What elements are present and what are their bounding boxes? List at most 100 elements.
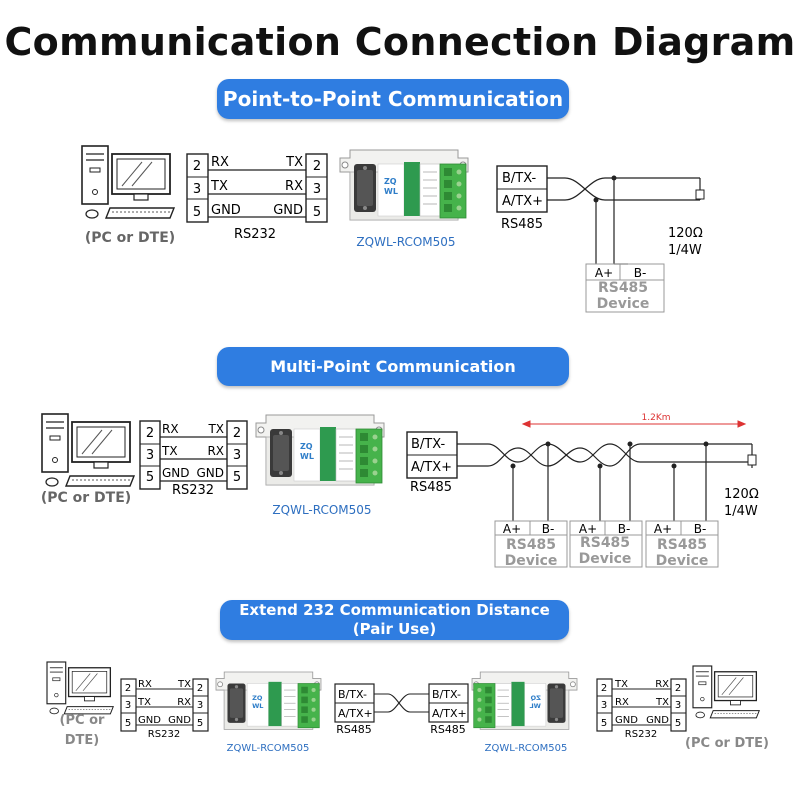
- converter-module-icon: [215, 671, 322, 730]
- computer-icon: [692, 665, 760, 719]
- rs232-wiring-left: [120, 678, 209, 732]
- device-pin-a: A+: [579, 522, 597, 536]
- signal-right: RX: [285, 179, 303, 194]
- rs485-label: RS485: [501, 217, 543, 232]
- pin-right: 3: [233, 448, 241, 463]
- rs232-label: RS232: [625, 729, 657, 740]
- pin-right: 3: [675, 700, 681, 711]
- signal-left: RX: [138, 679, 152, 690]
- rs485-device: [569, 520, 643, 568]
- pc-label-right: (PC or DTE): [685, 736, 769, 751]
- device-name: RS485: [598, 280, 648, 296]
- device-name: RS485: [580, 535, 630, 551]
- pc-label: (PC or DTE): [41, 490, 131, 506]
- page-title: Communication Connection Diagram: [4, 20, 796, 64]
- signal-left: RX: [615, 697, 629, 708]
- device-name: Device: [579, 551, 632, 567]
- pin-right: 5: [313, 205, 321, 220]
- rs485-terminal-a: A/TX+: [432, 707, 467, 720]
- signal-right: GND: [168, 715, 191, 726]
- rs485-terminal-b: B/TX-: [432, 688, 461, 701]
- resistor-value: 120Ω: [668, 226, 703, 241]
- pc-label: (PC or DTE): [85, 230, 175, 246]
- device-pin-b: B-: [694, 522, 707, 536]
- pin-left: 5: [146, 470, 154, 485]
- resistor-icon: [747, 454, 757, 466]
- computer-icon: [41, 413, 135, 487]
- pin-left: 3: [193, 182, 201, 197]
- pin-left: 3: [125, 700, 131, 711]
- rs232-label: RS232: [172, 483, 214, 498]
- banner-point-to-point: Point-to-Point Communication: [217, 79, 569, 119]
- device-pin-a: A+: [503, 522, 521, 536]
- rs485-label: RS485: [336, 723, 372, 736]
- rs232-wiring: [139, 420, 248, 490]
- rs485-terminal: [496, 165, 548, 213]
- signal-right: TX: [655, 697, 669, 708]
- rs485-terminal-right: [428, 683, 469, 723]
- pc-label-left: DTE): [65, 733, 99, 748]
- device-pin-a: A+: [595, 266, 613, 280]
- converter-module-icon: [339, 149, 469, 221]
- rs485-device: [494, 520, 568, 568]
- twisted-pair-icon: [457, 443, 753, 468]
- pin-right: 2: [197, 683, 203, 694]
- signal-left: TX: [210, 179, 228, 194]
- device-pin-a: A+: [654, 522, 672, 536]
- device-name: Device: [656, 553, 709, 569]
- rs232-wiring-right: [596, 678, 687, 732]
- signal-right: GND: [196, 466, 224, 480]
- rs485-terminal-a: A/TX+: [411, 460, 452, 475]
- module-label: ZQWL-RCOM505: [272, 503, 371, 517]
- rs485-terminal-b: B/TX-: [502, 171, 536, 186]
- bus-drops: [512, 444, 707, 521]
- rs232-wiring: [186, 153, 328, 223]
- twisted-pair-icon: [374, 693, 429, 713]
- signal-right: TX: [207, 422, 224, 436]
- signal-right: GND: [273, 203, 303, 218]
- device-name: Device: [505, 553, 558, 569]
- twisted-pair-icon: [547, 177, 701, 201]
- rs232-label: RS232: [148, 729, 180, 740]
- pin-right: 5: [675, 718, 681, 729]
- pc-label-left: (PC or: [60, 713, 105, 728]
- module-label: ZQWL-RCOM505: [356, 235, 455, 249]
- rs485-device: [585, 263, 665, 313]
- signal-right: GND: [646, 715, 669, 726]
- banner-multi-point: Multi-Point Communication: [217, 347, 569, 386]
- signal-left: RX: [162, 422, 179, 436]
- pin-left: 2: [193, 159, 201, 174]
- pin-left: 2: [601, 683, 607, 694]
- signal-left: GND: [615, 715, 638, 726]
- rs485-terminal-left: [334, 683, 375, 723]
- signal-left: GND: [162, 466, 190, 480]
- rs485-terminal: [406, 431, 458, 479]
- module-label: ZQWL-RCOM505: [485, 743, 568, 754]
- rs232-label: RS232: [234, 227, 276, 242]
- signal-right: TX: [285, 155, 303, 170]
- pin-right: 2: [675, 683, 681, 694]
- pin-left: 5: [193, 205, 201, 220]
- computer-icon: [81, 145, 175, 219]
- device-name: Device: [597, 296, 650, 312]
- device-name: RS485: [506, 537, 556, 553]
- resistor-power: 1/4W: [668, 243, 702, 258]
- signal-right: RX: [207, 444, 224, 458]
- rs485-terminal-b: B/TX-: [411, 437, 445, 452]
- signal-right: RX: [177, 697, 191, 708]
- rs485-terminal-a: A/TX+: [502, 194, 543, 209]
- signal-left: TX: [137, 697, 151, 708]
- computer-icon: [46, 661, 114, 715]
- converter-module-icon: [255, 414, 385, 486]
- resistor-icon: [695, 189, 705, 200]
- resistor-value: 120Ω: [724, 487, 759, 502]
- distance-label: 1.2Km: [642, 413, 671, 423]
- pin-left: 2: [146, 426, 154, 441]
- distance-marker: [521, 420, 747, 428]
- pin-left: 5: [125, 718, 131, 729]
- pin-left: 3: [601, 700, 607, 711]
- banner-extend-distance: Extend 232 Communication Distance (Pair …: [220, 600, 569, 640]
- device-pin-b: B-: [618, 522, 631, 536]
- pin-right: 5: [233, 470, 241, 485]
- signal-left: GND: [138, 715, 161, 726]
